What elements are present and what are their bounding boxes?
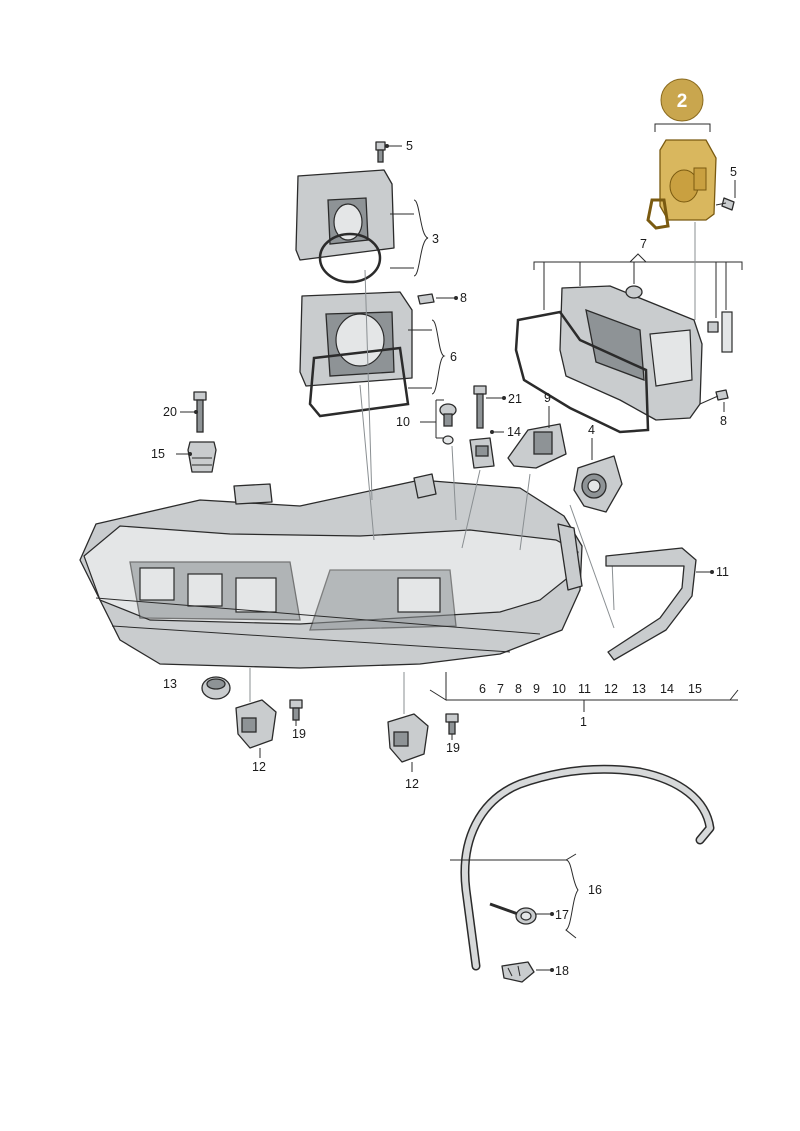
label-19-left: 19	[292, 727, 306, 741]
range-6: 6	[479, 682, 486, 696]
part-19-screw-left	[289, 699, 303, 721]
part-10-clip	[439, 403, 457, 445]
label-5-right: 5	[730, 165, 737, 179]
part-17-clip-screw	[489, 902, 537, 925]
range-10: 10	[552, 682, 566, 696]
label-12-left: 12	[252, 760, 266, 774]
svg-text:2: 2	[677, 91, 688, 112]
part-21-screw	[473, 385, 487, 429]
bracket-3	[390, 199, 429, 277]
range-12: 12	[604, 682, 618, 696]
label-8-left: 8	[460, 291, 467, 305]
part-16-washer-hose	[460, 764, 715, 971]
label-12-right: 12	[405, 777, 419, 791]
part-18-clip	[501, 961, 535, 983]
range-8: 8	[515, 682, 522, 696]
label-5-top: 5	[406, 139, 413, 153]
label-7: 7	[640, 237, 647, 251]
part-5-screw-top	[375, 141, 386, 163]
label-10: 10	[396, 415, 410, 429]
label-20: 20	[163, 405, 177, 419]
part-20-screw	[193, 391, 207, 433]
label-4: 4	[588, 423, 595, 437]
bracket-7-tip	[629, 253, 647, 263]
part-19-screw-right	[445, 713, 459, 735]
bracket-1	[429, 672, 739, 701]
bracket-10	[420, 399, 444, 439]
range-9: 9	[533, 682, 540, 696]
label-11: 11	[716, 565, 729, 579]
label-18: 18	[555, 964, 569, 978]
part-3-control-module	[295, 169, 395, 284]
callout-badge[interactable]: 2	[660, 78, 704, 122]
part-9-bulb-socket	[507, 423, 567, 469]
label-14: 14	[507, 425, 521, 439]
label-21: 21	[508, 392, 522, 406]
part-4-fan-unit	[573, 455, 623, 513]
label-16: 16	[588, 883, 602, 897]
label-8-right: 8	[720, 414, 727, 428]
part-12-bracket-left	[235, 699, 277, 749]
bracket-6	[408, 319, 446, 395]
label-6: 6	[450, 350, 457, 364]
part-6-module-with-gasket	[299, 291, 413, 418]
part-12-bracket-right	[387, 713, 429, 763]
label-15: 15	[151, 447, 165, 461]
label-17: 17	[555, 908, 569, 922]
part-5-screw-top-right	[715, 197, 735, 211]
callout-bracket	[654, 123, 711, 132]
part-2-cover-highlighted[interactable]	[646, 139, 717, 230]
part-14-connector	[469, 437, 495, 469]
bracket-16	[450, 853, 579, 939]
label-1: 1	[580, 715, 587, 729]
part-8-screw-right	[699, 389, 729, 405]
part-15-grommet	[187, 441, 217, 473]
range-11: 11	[578, 682, 591, 696]
label-9: 9	[544, 391, 551, 405]
grey-leaders	[359, 269, 615, 629]
range-15: 15	[688, 682, 702, 696]
range-13: 13	[632, 682, 646, 696]
part-1-headlight-assembly	[79, 473, 583, 669]
bracket-7	[533, 261, 743, 318]
part-11-trim-strip	[605, 547, 697, 661]
label-19-right: 19	[446, 741, 460, 755]
part-8-screw-left	[417, 293, 435, 305]
range-14: 14	[660, 682, 674, 696]
part-13-cap	[201, 676, 231, 700]
range-7: 7	[497, 682, 504, 696]
label-13: 13	[163, 677, 177, 691]
part-7-rear-housing	[514, 285, 733, 434]
label-3: 3	[432, 232, 439, 246]
